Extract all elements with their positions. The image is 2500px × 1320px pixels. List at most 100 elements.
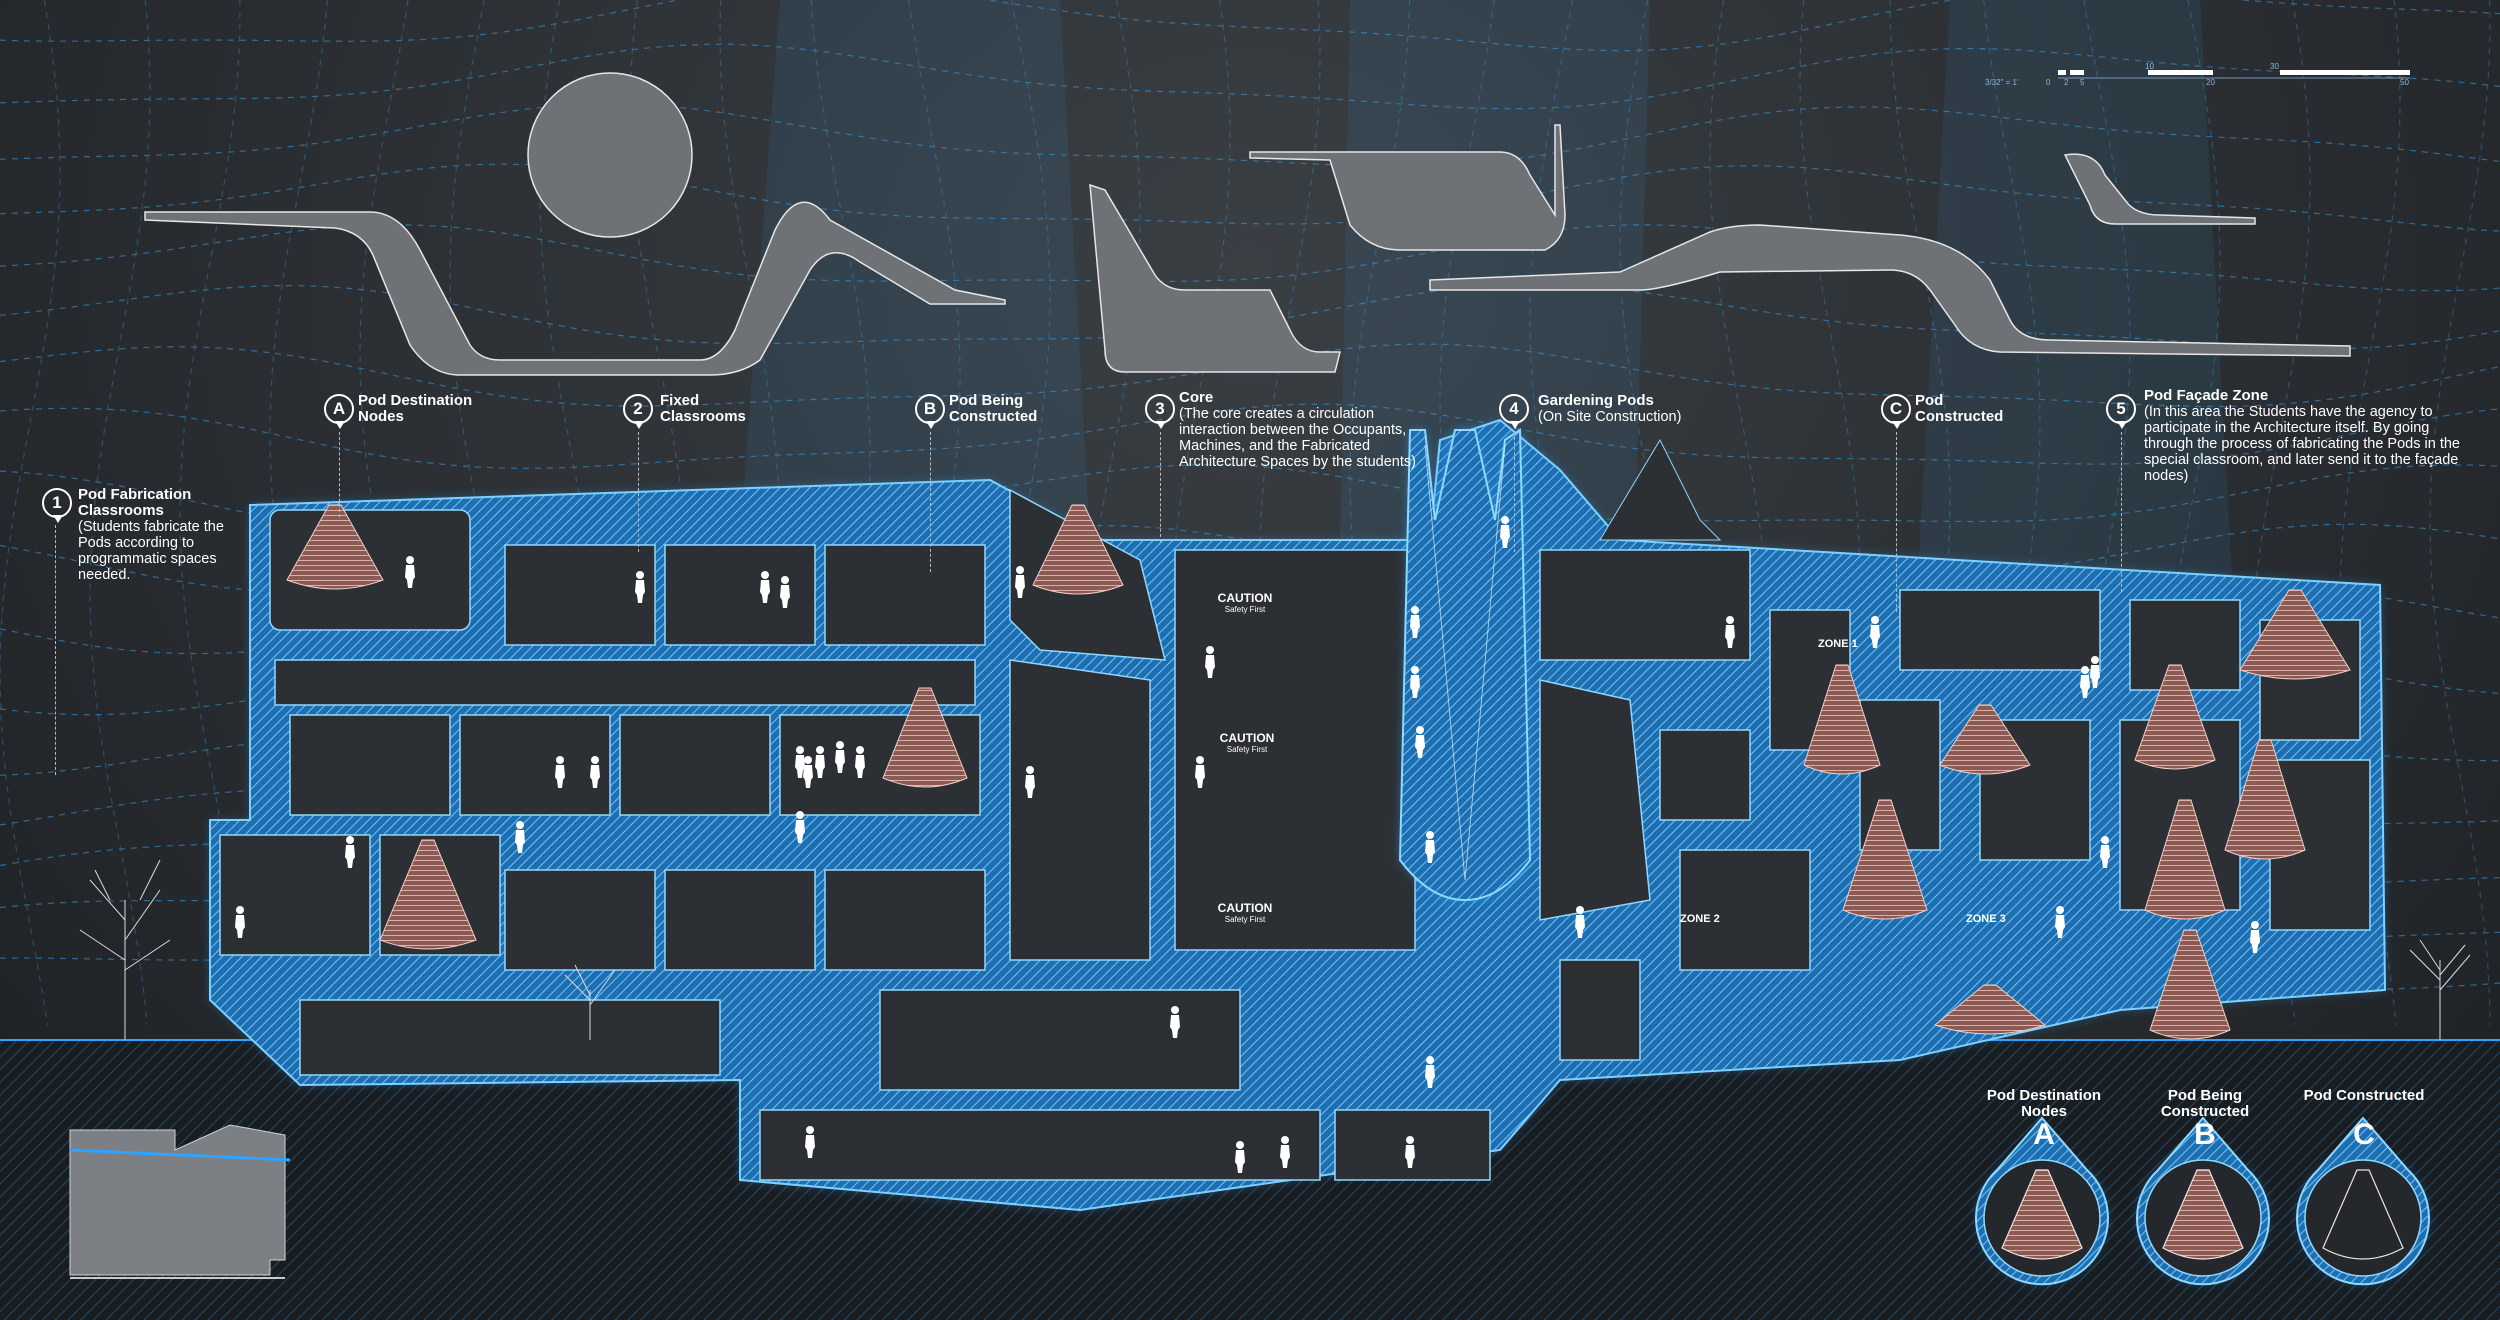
label-title: Fixed Classrooms: [660, 392, 746, 425]
pod-cone: [2149, 929, 2231, 1040]
person-head: [1426, 831, 1434, 839]
wave-line: [2159, 0, 2221, 1026]
person-body: [1195, 765, 1205, 788]
caution-title: CAUTION: [1217, 591, 1273, 605]
person-head: [406, 556, 414, 564]
label-pod-being-constructed: Pod Being Constructed: [949, 393, 1069, 425]
legend-title-b: Pod Being Constructed: [2160, 1087, 2250, 1120]
core-tower: [1398, 428, 1532, 902]
person-head: [1171, 1006, 1179, 1014]
person-head: [2081, 666, 2089, 674]
marker-A: A: [324, 394, 354, 429]
pod-cone: [286, 504, 384, 590]
caution-title: CAUTION: [1217, 901, 1273, 915]
pod-cone: [1032, 504, 1124, 595]
label-title: Pod Constructed: [1915, 392, 2004, 425]
pod-cone: [379, 839, 477, 950]
label-title: Core: [1179, 389, 1214, 406]
caution-sign-upper: CAUTION Safety First: [1210, 592, 1280, 616]
person-body: [780, 585, 790, 608]
person-body: [2080, 675, 2090, 698]
label-title: Pod Façade Zone: [2144, 387, 2269, 404]
caution-sign-lower: CAUTION Safety First: [1210, 902, 1280, 926]
person-head: [856, 746, 864, 754]
person-body: [2055, 915, 2065, 938]
person-body: [2090, 665, 2100, 688]
legend-title-c: Pod Constructed: [2303, 1087, 2425, 1104]
caution-sub: Safety First: [1224, 605, 1266, 614]
label-gardening-pods: Gardening Pods (On Site Construction): [1538, 393, 1728, 426]
person-head: [1426, 1056, 1434, 1064]
person-body: [1725, 625, 1735, 648]
legend-circle-inner: [2304, 1159, 2422, 1277]
legend-letter-a: A: [2033, 1118, 2055, 1151]
person-head: [516, 821, 524, 829]
label-desc: (On Site Construction): [1538, 409, 1682, 425]
wave-line: [0, 0, 61, 1026]
person-head: [1196, 756, 1204, 764]
person-head: [781, 576, 789, 584]
person-head: [1411, 606, 1419, 614]
person-head: [2091, 656, 2099, 664]
scale-label-50: 50: [2400, 78, 2409, 87]
label-title: Pod Destination Nodes: [358, 392, 473, 425]
person-body: [2100, 845, 2110, 868]
marker-B: B: [915, 394, 945, 429]
person-body: [1170, 1015, 1180, 1038]
label-fixed-classrooms: Fixed Classrooms: [660, 393, 760, 425]
legend-letter-c: C: [2353, 1118, 2375, 1151]
caution-sub: Safety First: [1224, 915, 1266, 924]
person-body: [345, 845, 355, 868]
zone-2-label: ZONE 2: [1680, 913, 1720, 925]
leader-4: [1514, 432, 1515, 552]
person-body: [835, 750, 845, 773]
label-pod-destination-nodes: Pod Destination Nodes: [358, 393, 498, 425]
wave-line: [1169, 0, 1231, 1026]
caution-title: CAUTION: [1219, 731, 1275, 745]
marker-3: 3: [1145, 394, 1175, 429]
wave-line: [1979, 0, 2041, 1026]
person-body: [1280, 1145, 1290, 1168]
label-pod-constructed: Pod Constructed: [1915, 393, 2025, 425]
person-head: [1406, 1136, 1414, 1144]
caution-sign-middle: CAUTION Safety First: [1212, 732, 1282, 756]
person-head: [236, 906, 244, 914]
person-head: [761, 571, 769, 579]
leader-B: [930, 432, 931, 572]
person-body: [2250, 930, 2260, 953]
pod-cone: [1803, 664, 1881, 775]
people-silhouettes: [235, 516, 2260, 1173]
person-head: [1726, 616, 1734, 624]
legend-pods: [1975, 1116, 2430, 1286]
person-head: [1576, 906, 1584, 914]
zone-3-label: ZONE 3: [1966, 913, 2006, 925]
legend-letter-b: B: [2194, 1118, 2216, 1151]
pod-cone: [2134, 664, 2216, 770]
pod-cone: [1939, 704, 2031, 775]
wave-line: [2249, 0, 2311, 1026]
scale-label-ratio: 3/32" = 1': [1985, 78, 2019, 87]
wave-line: [179, 0, 241, 1026]
zone-1-label: ZONE 1: [1818, 638, 1858, 650]
person-body: [805, 1135, 815, 1158]
label-pod-fabrication: Pod Fabrication Classrooms (Students fab…: [78, 487, 253, 584]
label-desc: (Students fabricate the Pods according t…: [78, 519, 224, 583]
caution-sub: Safety First: [1226, 745, 1268, 754]
person-head: [806, 1126, 814, 1134]
person-head: [556, 756, 564, 764]
leader-C: [1896, 432, 1897, 612]
person-body: [1015, 575, 1025, 598]
scale-label-0: 0: [2046, 78, 2051, 87]
person-head: [816, 746, 824, 754]
person-head: [2101, 836, 2109, 844]
marker-5: 5: [2106, 394, 2136, 429]
scale-label-5: 5: [2080, 78, 2085, 87]
person-body: [803, 765, 813, 788]
wave-line: [2339, 0, 2401, 1026]
person-body: [1575, 915, 1585, 938]
person-head: [1026, 766, 1034, 774]
person-body: [795, 755, 805, 778]
sky-shapes: [144, 72, 2351, 376]
person-body: [555, 765, 565, 788]
